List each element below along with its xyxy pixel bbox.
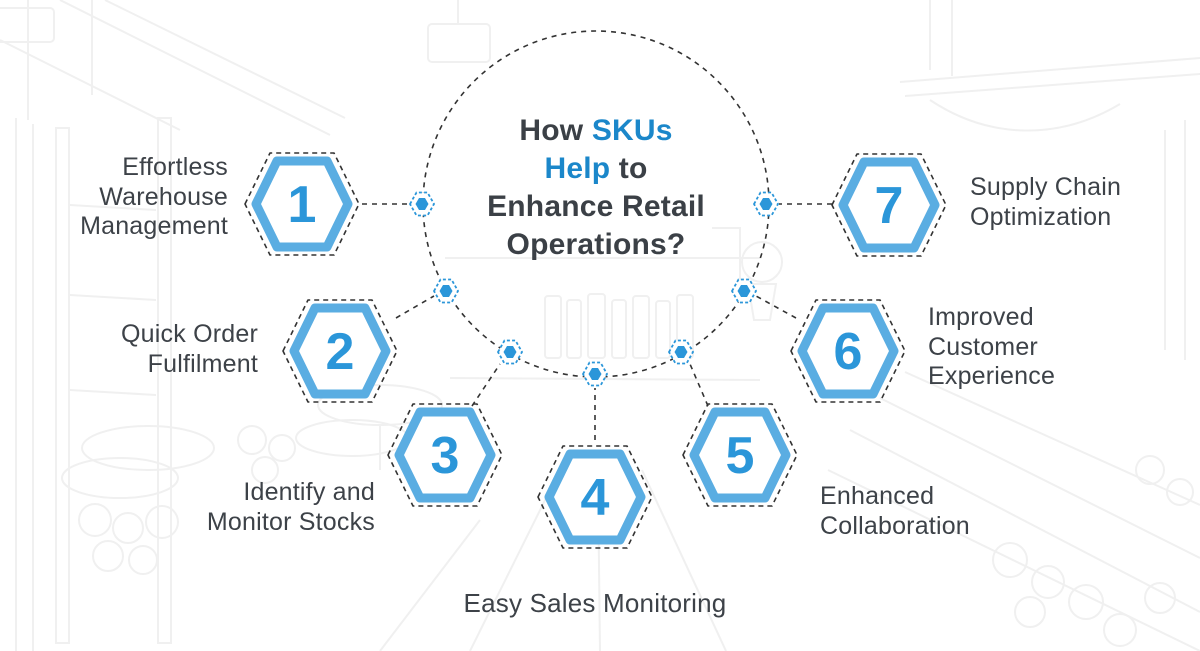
step-hexagon-7: 7 xyxy=(829,149,949,261)
connector-node-5-icon xyxy=(667,339,695,365)
step-hexagon-6: 6 xyxy=(788,295,908,407)
hexagon-icon xyxy=(790,299,906,403)
step-label-7: Supply Chain Optimization xyxy=(970,173,1122,231)
step-hexagon-1: 1 xyxy=(242,148,362,260)
step-label-1: Effortless Warehouse Management xyxy=(80,153,228,240)
hexagon-icon xyxy=(537,445,653,549)
connector-node-4-icon xyxy=(581,361,609,387)
step-number: 2 xyxy=(325,323,355,381)
step-label-6: Improved Customer Experience xyxy=(928,303,1056,390)
hexagon-icon xyxy=(682,403,798,507)
step-label-2: Quick Order Fulfilment xyxy=(121,320,258,378)
center-title: How SKUs Help to Enhance Retail Operatio… xyxy=(436,112,756,264)
step-hexagon-4: 4 xyxy=(535,441,655,553)
hexagon-icon xyxy=(244,152,360,256)
title-line-3: Enhance Retail xyxy=(487,190,705,223)
step-number: 5 xyxy=(725,427,755,485)
title-line-1: How SKUs xyxy=(519,114,673,147)
hexagon-icon xyxy=(282,299,398,403)
title-line-2: Help to xyxy=(544,152,648,185)
step-number: 7 xyxy=(874,177,904,235)
step-label-3: Identify and Monitor Stocks xyxy=(206,478,375,536)
connector-node-1-icon xyxy=(408,191,436,217)
connector-node-7-icon xyxy=(752,191,780,217)
step-hexagon-2: 2 xyxy=(280,295,400,407)
title-line-4: Operations? xyxy=(506,228,686,261)
step-number: 3 xyxy=(430,427,460,485)
step-hexagon-3: 3 xyxy=(385,399,505,511)
connector-node-3-icon xyxy=(496,339,524,365)
connector-node-2-icon xyxy=(432,278,460,304)
hexagon-icon xyxy=(831,153,947,257)
connector-node-6-icon xyxy=(730,278,758,304)
step-number: 6 xyxy=(833,323,863,381)
step-number: 4 xyxy=(580,469,610,527)
step-hexagon-5: 5 xyxy=(680,399,800,511)
hexagon-icon xyxy=(387,403,503,507)
step-label-5: Enhanced Collaboration xyxy=(820,482,970,540)
step-label-4: Easy Sales Monitoring xyxy=(463,588,727,618)
step-number: 1 xyxy=(287,176,317,234)
